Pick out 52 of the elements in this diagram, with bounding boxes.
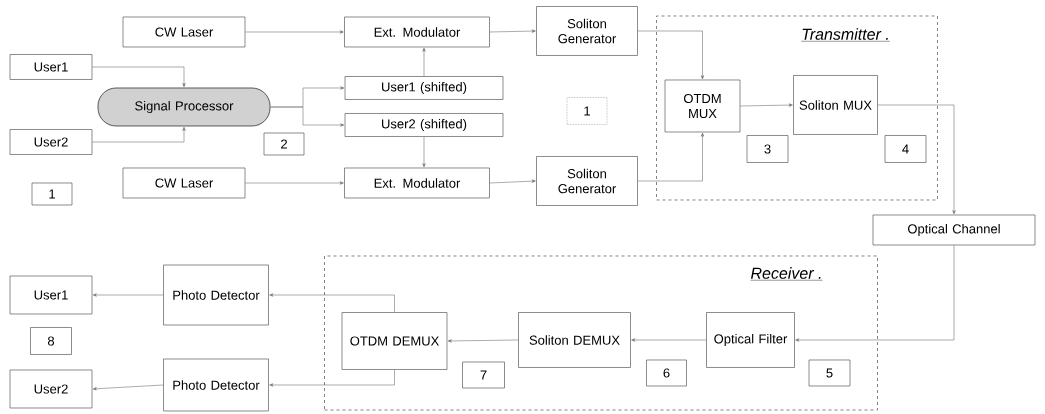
process-box: Soliton Generator: [536, 156, 638, 206]
arrow: [637, 132, 705, 182]
arrow: [631, 338, 707, 342]
callout-number: 1: [31, 182, 73, 206]
arrow: [92, 66, 186, 88]
process-box: CW Laser: [122, 16, 246, 48]
process-box: Optical Channel: [872, 214, 1036, 246]
arrow: [637, 30, 705, 80]
process-box: User1: [9, 54, 93, 80]
arrow: [245, 181, 344, 185]
process-box: User2: [9, 369, 93, 409]
arrow: [269, 369, 395, 387]
process-box: Optical Filter: [706, 312, 795, 368]
arrow: [877, 104, 956, 215]
process-box: User1 (shifted): [344, 76, 504, 100]
callout-number: 4: [884, 135, 927, 163]
arrow: [92, 384, 164, 391]
callout-number: 6: [646, 359, 687, 387]
arrow: [489, 29, 536, 33]
arrow: [447, 339, 519, 343]
arrow: [245, 30, 344, 34]
callout-number: 1: [566, 97, 608, 125]
process-box: Soliton MUX: [793, 75, 878, 135]
process-box: User2 (shifted): [344, 113, 504, 137]
process-box: Photo Detector: [163, 358, 269, 412]
arrow: [422, 47, 426, 77]
arrow: [92, 126, 186, 143]
arrow: [270, 106, 345, 127]
arrow: [740, 103, 793, 107]
process-box: Ext. Modulator: [344, 16, 490, 48]
process-box: CW Laser: [122, 167, 246, 199]
process-box: OTDM DEMUX: [341, 312, 448, 370]
arrow: [422, 136, 426, 168]
process-box: Soliton DEMUX: [518, 312, 631, 368]
arrow: [489, 179, 536, 184]
process-box: User1: [9, 275, 93, 315]
callout-number: 2: [263, 132, 305, 156]
process-box: Soliton Generator: [536, 6, 638, 56]
callout-number: 7: [462, 361, 505, 389]
callout-number: 5: [808, 359, 851, 387]
processor-box: Signal Processor: [97, 87, 271, 127]
process-box: Photo Detector: [163, 264, 269, 326]
process-box: OTDM MUX: [664, 79, 741, 133]
process-box: Ext. Modulator: [344, 167, 490, 199]
frame-title: Receiver .: [750, 267, 823, 281]
arrow: [795, 245, 955, 342]
arrow: [92, 293, 164, 297]
callout-number: 8: [30, 327, 72, 355]
frame-title: Transmitter .: [801, 28, 890, 42]
process-box: User2: [9, 129, 93, 155]
callout-number: 3: [746, 135, 789, 163]
arrow: [269, 293, 395, 313]
